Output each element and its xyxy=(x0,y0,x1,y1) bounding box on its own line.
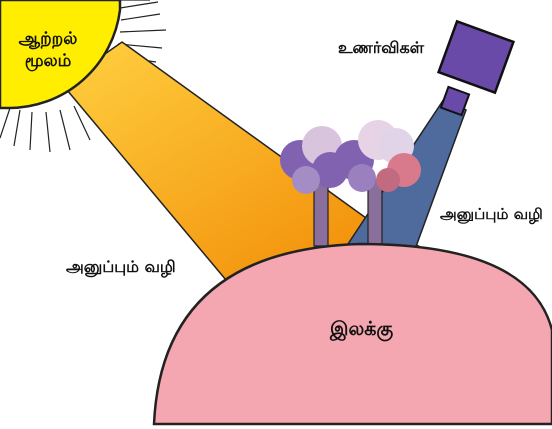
sensor-label: உணர்விகள் xyxy=(338,38,424,59)
energy-source-label-line2: மூலம் xyxy=(8,50,88,72)
transmission-path-label-left: அனுப்பும் வழி xyxy=(66,257,176,278)
energy-source-label-line1: ஆற்றல் xyxy=(8,28,88,50)
energy-source-label: ஆற்றல் மூலம் xyxy=(8,28,88,72)
transmission-path-label-right: அனுப்பும் வழி xyxy=(440,205,543,225)
sensor-icon xyxy=(439,21,514,92)
tree-icon xyxy=(376,128,421,192)
target-label: இலக்கு xyxy=(330,318,393,343)
